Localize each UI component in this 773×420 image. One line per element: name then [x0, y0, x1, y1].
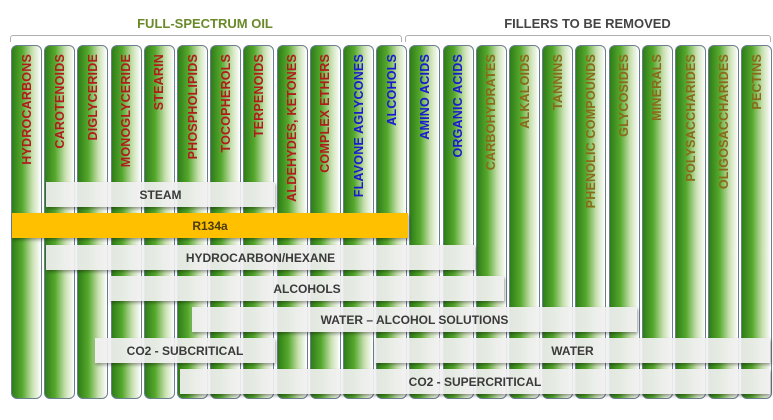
fillers-bracket	[405, 35, 771, 42]
compound-label: CAROTENOIDS	[52, 54, 67, 149]
full-spectrum-bracket	[10, 35, 402, 42]
compound-label: CARBOHYDRATES	[484, 54, 499, 171]
solvent-steam: STEAM	[46, 182, 275, 207]
solvent-r134a: R134a	[12, 213, 408, 238]
compound-label: HYDROCARBONS	[19, 54, 34, 165]
compound-label: MONOGLYCERIDE	[119, 54, 134, 168]
solvent-co2-supercritical: CO2 - SUPERCRITICAL	[180, 369, 770, 394]
compound-label: ORGANIC ACIDS	[451, 54, 466, 158]
compound-label: ALDEHYDES, KETONES	[285, 54, 300, 202]
solvent-water: WATER	[375, 338, 770, 363]
compound-label: TOCOPHEROLS	[218, 54, 233, 153]
fillers-title: FILLERS TO BE REMOVED	[504, 16, 671, 31]
compound-label: PHOSPHOLIPIDS	[185, 54, 200, 160]
solvent-water-alcohol: WATER – ALCOHOL SOLUTIONS	[192, 307, 637, 332]
compound-label: COMPLEX ETHERS	[318, 54, 333, 173]
compound-label: OLIGOSACCHARIDES	[716, 54, 731, 190]
compound-label: MINERALS	[650, 54, 665, 121]
compound-label: TERPENOIDS	[251, 54, 266, 138]
compound-label: PECTINS	[749, 54, 764, 110]
full-spectrum-oil-title: FULL-SPECTRUM OIL	[137, 16, 273, 31]
compound-label: GLYCOSIDES	[617, 54, 632, 137]
compound-label: ALKALOIDS	[517, 54, 532, 129]
compound-label: POLYSACCHARIDES	[683, 54, 698, 182]
compound-label: PHENOLIC COMPOUNDS	[583, 54, 598, 209]
compound-label: ALCOHOLS	[384, 54, 399, 126]
solvent-co2-subcritical: CO2 - SUBCRITICAL	[95, 338, 275, 363]
compound-label: STEARIN	[152, 54, 167, 111]
solvent-alcohols: ALCOHOLS	[110, 276, 504, 301]
compound-label: TANNINS	[550, 54, 565, 111]
compound-label: FLAVONE AGLYCONES	[351, 54, 366, 198]
compound-label: AMINO ACIDS	[417, 54, 432, 140]
compound-label: DIGLYCERIDE	[85, 54, 100, 141]
solvent-hexane: HYDROCARBON/HEXANE	[46, 245, 475, 270]
